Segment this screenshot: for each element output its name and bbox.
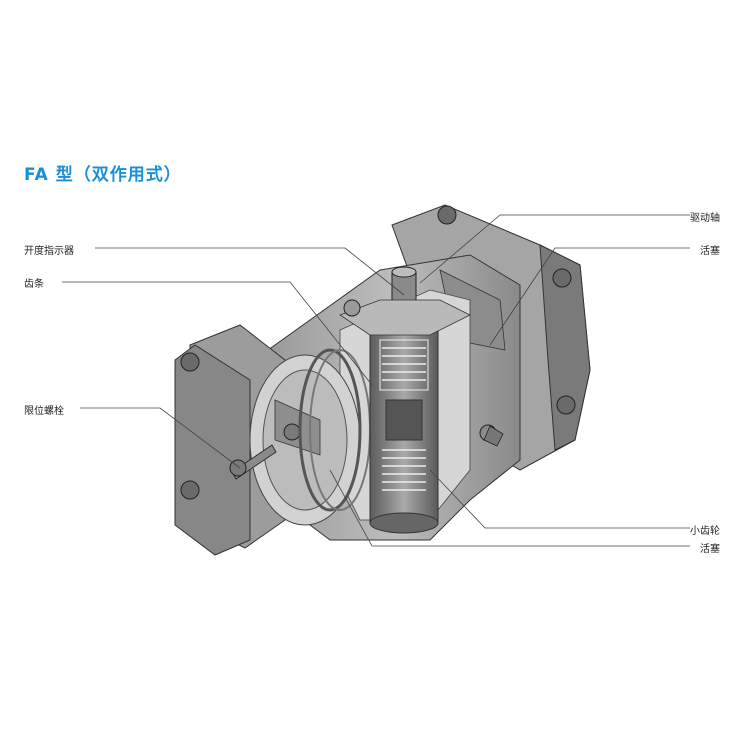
label-piston-bottom: 活塞	[700, 544, 720, 555]
port-fittings	[479, 424, 504, 447]
label-opening-indicator: 开度指示器	[24, 246, 74, 257]
pinion-cylinder	[369, 307, 439, 534]
leader-piston-top	[489, 247, 690, 346]
label-limit-bolt: 限位螺栓	[24, 406, 64, 417]
leader-lines	[62, 214, 690, 547]
leader-piston-bottom	[329, 469, 690, 547]
leader-rack	[62, 281, 373, 386]
label-pinion: 小齿轮	[690, 526, 720, 537]
leader-limit-bolt	[80, 407, 241, 469]
leader-pinion	[429, 469, 690, 529]
leader-drive-shaft	[419, 214, 690, 284]
left-end-cap	[174, 324, 361, 556]
label-drive-shaft: 驱动轴	[690, 213, 720, 224]
label-piston-top: 活塞	[700, 246, 720, 257]
leader-opening-indicator	[95, 247, 405, 296]
label-rack: 齿条	[24, 279, 44, 290]
diagram-title: FA 型（双作用式）	[24, 165, 182, 185]
drive-shaft	[339, 266, 471, 336]
